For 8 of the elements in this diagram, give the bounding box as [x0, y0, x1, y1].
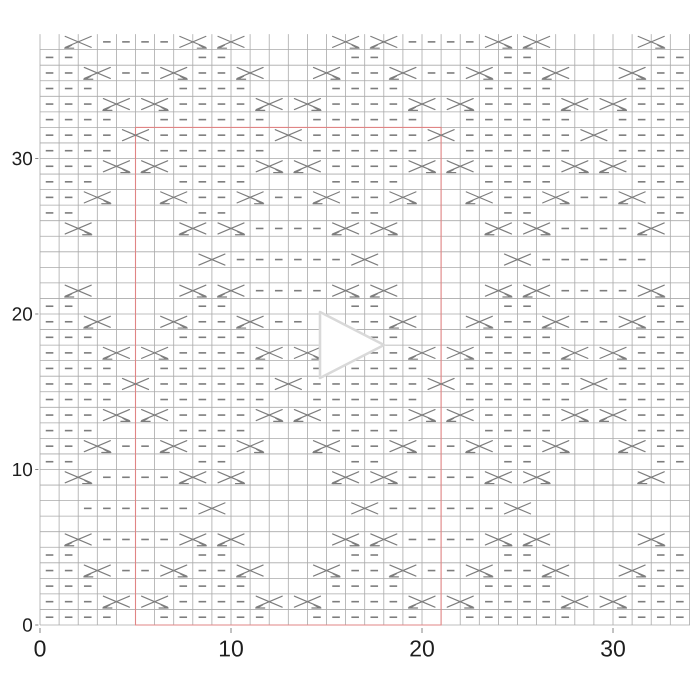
tick-label: 0	[34, 640, 46, 657]
tick-label: 20	[410, 640, 434, 657]
tick-label: 20	[12, 307, 32, 321]
tick-label: 10	[13, 462, 32, 476]
tick-label: 0	[22, 618, 32, 632]
tick-label: 10	[220, 640, 243, 657]
tick-label: 30	[12, 152, 32, 166]
tick-label: 30	[601, 640, 625, 657]
